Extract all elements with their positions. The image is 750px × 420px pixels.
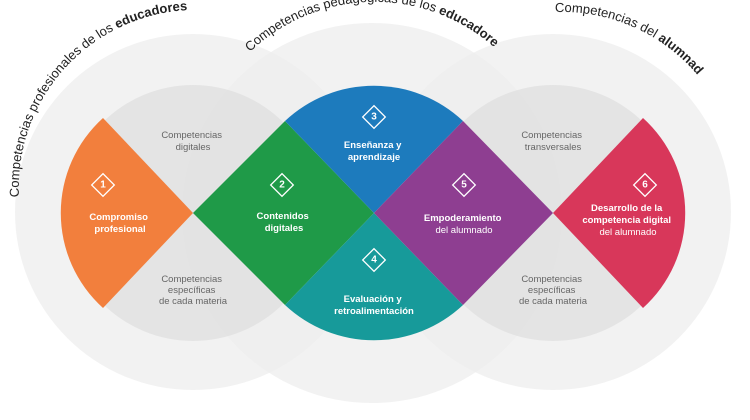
number-badge: [361, 104, 387, 130]
side-label-left-top: Competencias digitales: [161, 130, 224, 153]
segment-2-shape[interactable]: [193, 121, 374, 305]
segment-4[interactable]: 4 Evaluación y retroalimentación: [334, 247, 414, 317]
number-badge: [269, 172, 295, 198]
side-label-left-bottom: Competencias específicas de cada materia: [159, 274, 228, 307]
number-text: 3: [371, 112, 377, 123]
segment-3[interactable]: 3 Enseñanza y aprendizaje: [344, 104, 404, 163]
segment-3-shape[interactable]: [285, 85, 463, 213]
segment-4-shape[interactable]: [285, 213, 463, 341]
number-text: 4: [371, 255, 377, 266]
side-label-right-top: Competencias transversales: [521, 130, 584, 153]
segment-5[interactable]: 5 Empoderamiento del alumnado: [424, 172, 504, 236]
number-text: 2: [279, 180, 285, 191]
number-badge: [361, 247, 387, 273]
segment-1[interactable]: 1 Compromiso profesional: [89, 172, 150, 235]
segment-1-shape[interactable]: [60, 118, 194, 308]
segment-label: Empoderamiento del alumnado: [424, 213, 504, 236]
segment-6-shape[interactable]: [553, 118, 686, 308]
segment-2[interactable]: 2 Contenidos digitales: [257, 172, 312, 234]
number-text: 1: [100, 180, 106, 191]
number-badge: [90, 172, 116, 198]
segment-label: Evaluación y retroalimentación: [334, 294, 414, 317]
segment-label: Enseñanza y aprendizaje: [344, 140, 404, 163]
segment-6[interactable]: 6 Desarrollo de la competencia digital d…: [582, 172, 673, 238]
number-text: 6: [642, 180, 648, 191]
side-label-right-bottom: Competencias específicas de cada materia: [519, 274, 588, 307]
number-badge: [632, 172, 658, 198]
number-badge: [451, 172, 477, 198]
number-text: 5: [461, 180, 467, 191]
segment-label: Contenidos digitales: [257, 211, 312, 234]
segment-label: Desarrollo de la competencia digital del…: [582, 203, 673, 238]
segment-5-shape[interactable]: [374, 121, 553, 305]
segment-label: Compromiso profesional: [89, 212, 150, 235]
